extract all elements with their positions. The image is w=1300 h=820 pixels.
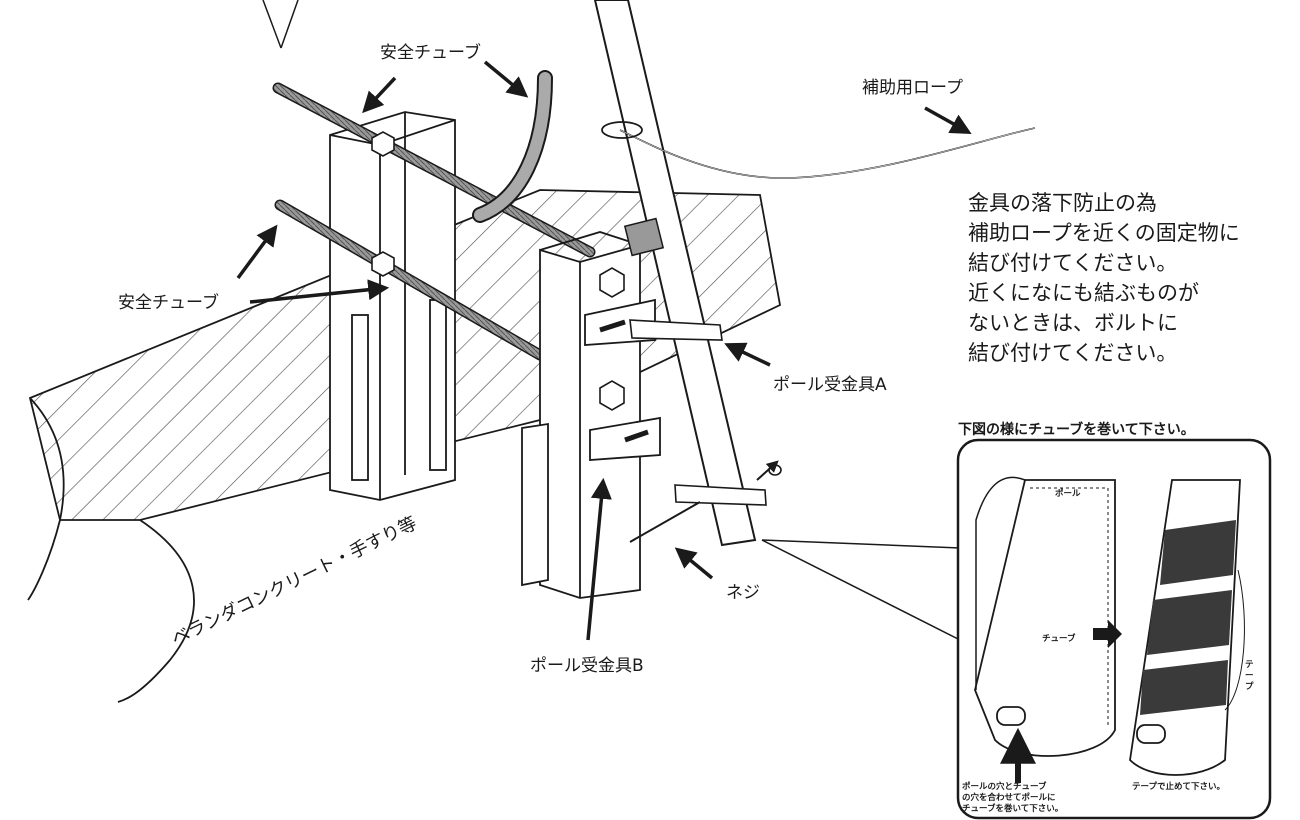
leader-arrows bbox=[236, 60, 972, 641]
caption-line: の穴を合わせてポールに bbox=[962, 793, 1056, 803]
screw bbox=[629, 501, 701, 543]
caution-note: 金具の落下防止の為 補助ロープを近くの固定物に 結び付けてください。 近くになに… bbox=[968, 188, 1240, 368]
assist-rope bbox=[601, 121, 1036, 179]
label-screw: ネジ bbox=[726, 583, 760, 603]
inset-pole-label: ポール bbox=[1055, 489, 1081, 499]
inset-caption-left: ポールの穴とチューブ の穴を合わせてポールに チューブを巻いて下さい。 bbox=[962, 782, 1063, 815]
note-line: 金具の落下防止の為 bbox=[968, 191, 1157, 215]
inset-tube-label: チューブ bbox=[1042, 634, 1076, 644]
caption-line: チューブを巻いて下さい。 bbox=[962, 804, 1064, 814]
note-line: 結び付けてください。 bbox=[968, 251, 1178, 275]
inset-box bbox=[956, 438, 1272, 820]
inset-caption-right: テープで止めて下さい。 bbox=[1132, 782, 1225, 792]
safety-tube bbox=[472, 70, 553, 223]
note-line: 補助ロープを近くの固定物に bbox=[968, 221, 1240, 245]
inset-tape-label: テープ bbox=[1245, 660, 1254, 692]
right-bracket bbox=[521, 231, 661, 599]
threaded-rods bbox=[272, 82, 596, 361]
left-bracket bbox=[329, 111, 456, 501]
nuts-right bbox=[599, 267, 649, 443]
top-pointer bbox=[262, 0, 299, 49]
inset-leaders bbox=[761, 539, 961, 641]
inset-title: 下図の様にチューブを巻いて下さい。 bbox=[958, 422, 1195, 438]
label-safety-tube-left: 安全チューブ bbox=[118, 293, 219, 313]
note-line: ないときは、ボルトに bbox=[968, 311, 1178, 335]
label-pole-bracket-b: ポール受金具B bbox=[530, 656, 644, 676]
caption-line: ポールの穴とチューブ bbox=[962, 782, 1047, 792]
label-assist-rope: 補助用ロープ bbox=[862, 78, 963, 98]
label-safety-tube-top: 安全チューブ bbox=[380, 43, 481, 63]
note-line: 結び付けてください。 bbox=[968, 341, 1178, 365]
nuts-left bbox=[371, 131, 395, 277]
note-line: 近くになにも結ぶものが bbox=[968, 281, 1199, 305]
label-pole-bracket-a: ポール受金具A bbox=[773, 375, 887, 395]
